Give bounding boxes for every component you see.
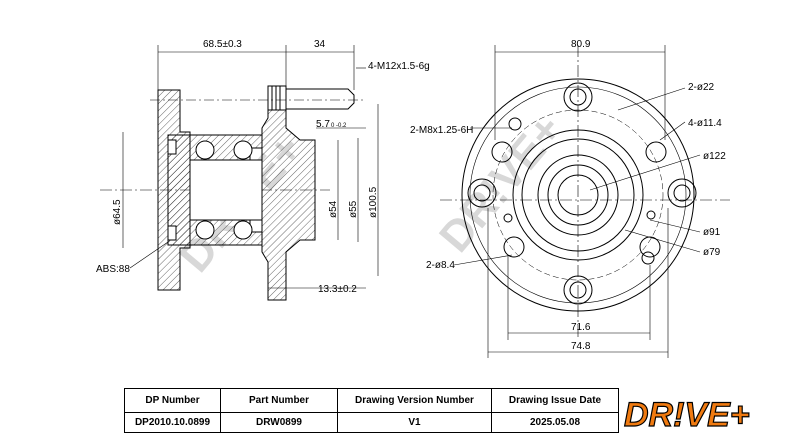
- dim-thread-m8: 2-M8x1.25-6H: [410, 125, 473, 136]
- title-block-table: DP Number Part Number Drawing Version Nu…: [124, 388, 619, 433]
- dim-34: 34: [314, 39, 326, 50]
- dim-d64-5: ø64.5: [112, 199, 123, 225]
- technical-drawing: DR!VE+ DR!VE+: [96, 39, 730, 358]
- dim-71-6: 71.6: [571, 322, 591, 333]
- dim-d55: ø55: [348, 200, 359, 218]
- title-block-header-row: DP Number Part Number Drawing Version Nu…: [124, 388, 619, 413]
- front-view: [440, 45, 730, 340]
- dim-d100-5: ø100.5: [368, 186, 379, 218]
- front-dimension-lines: [453, 45, 701, 358]
- dim-5-7: 5.7: [316, 119, 330, 130]
- dim-74-8: 74.8: [571, 341, 591, 352]
- dim-4-d11-4: 4-ø11.4: [688, 118, 722, 129]
- dim-68-5: 68.5±0.3: [203, 39, 242, 50]
- dim-5-7-tol: 0 -0.2: [331, 123, 347, 129]
- dim-2-d8-4: 2-ø8.4: [426, 260, 455, 271]
- value-issue-date: 2025.05.08: [491, 412, 619, 433]
- dim-d54: ø54: [328, 200, 339, 218]
- value-part-number: DRW0899: [220, 412, 338, 433]
- header-issue-date: Drawing Issue Date: [491, 388, 619, 413]
- dim-thread-m12: 4-M12x1.5-6g: [368, 61, 430, 72]
- dim-d122: ø122: [703, 151, 726, 162]
- dim-80-9: 80.9: [571, 39, 591, 50]
- dim-d91: ø91: [703, 227, 721, 238]
- logo-text: DR!VE+: [624, 396, 750, 434]
- value-dp-number: DP2010.10.0899: [124, 412, 221, 433]
- section-view: [100, 85, 366, 301]
- title-block-value-row: DP2010.10.0899 DRW0899 V1 2025.05.08: [124, 412, 619, 433]
- dim-13-3: 13.3±0.2: [318, 284, 357, 295]
- header-dp-number: DP Number: [124, 388, 221, 413]
- drive-logo: DR!VE+: [623, 395, 750, 434]
- header-part-number: Part Number: [220, 388, 338, 413]
- dim-2-d22: 2-ø22: [688, 82, 715, 93]
- value-drawing-version: V1: [337, 412, 492, 433]
- title-block: DP Number Part Number Drawing Version Nu…: [124, 388, 800, 436]
- section-dimension-lines: [122, 45, 379, 289]
- dim-d79: ø79: [703, 247, 721, 258]
- header-drawing-version: Drawing Version Number: [337, 388, 492, 413]
- dim-abs: ABS:88: [96, 264, 130, 275]
